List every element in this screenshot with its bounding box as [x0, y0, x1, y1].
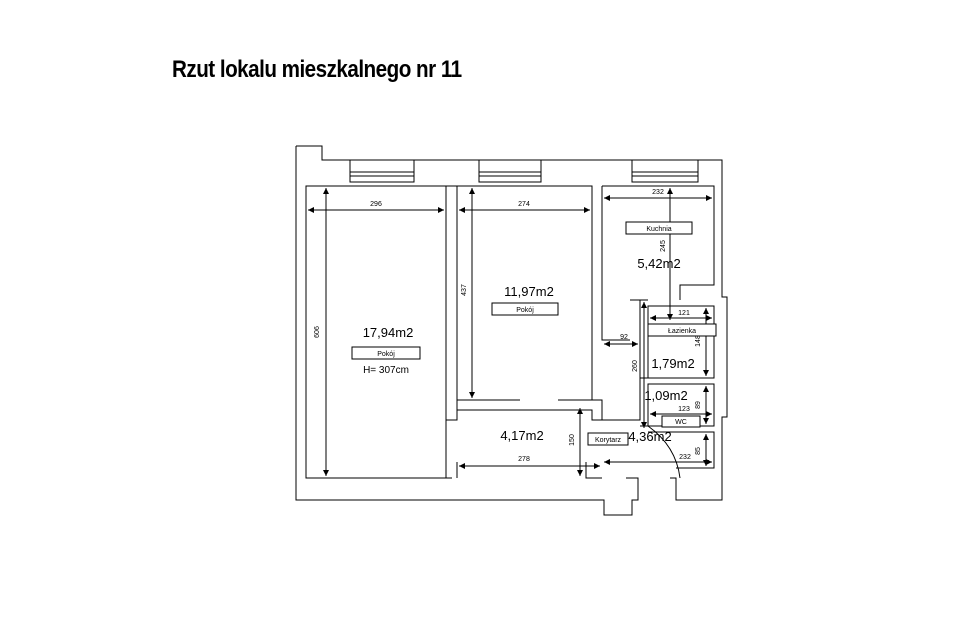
- room2-label-box: [491, 302, 559, 316]
- bathroom-label-box: [647, 323, 717, 337]
- corridor-depth-label: 150: [569, 434, 576, 446]
- wc: 1,09m2 WC: [644, 388, 701, 428]
- living-length-dimension: 606: [314, 188, 329, 476]
- corridor-width-label: 278: [518, 456, 530, 463]
- kitchen-label-box: [625, 221, 693, 235]
- room2-area: 11,97m2: [504, 284, 554, 299]
- kitchen-width-dimension: 232: [604, 189, 712, 201]
- living-width-label: 296: [370, 201, 382, 208]
- room2-walls: [446, 185, 603, 479]
- hall-width-dimension: 232: [604, 454, 712, 465]
- living-length-label: 606: [314, 326, 321, 338]
- kitchen-area: 5,42m2: [637, 256, 680, 271]
- living-area: 17,94m2: [363, 325, 414, 340]
- kitchen-width-label: 232: [652, 189, 664, 196]
- wc-width-label: 123: [678, 406, 690, 413]
- passage-width-label: 92: [620, 334, 628, 341]
- room2-length-dimension: 437: [461, 188, 475, 398]
- corridor-label: Korytarz: [595, 437, 622, 444]
- hall-length-label: 260: [632, 360, 639, 372]
- corridor-width-dimension: 278: [459, 456, 600, 469]
- room2: 11,97m2 Pokój: [491, 284, 559, 316]
- hall-area: 4,36m2: [628, 429, 671, 444]
- outer-walls: [295, 145, 728, 516]
- room2-width-dimension: 274: [459, 201, 590, 213]
- wc-length-dimension: 89: [695, 386, 709, 424]
- kitchen-label: Kuchnia: [646, 226, 671, 233]
- page-title: Rzut lokalu mieszkalnego nr 11: [172, 56, 462, 83]
- living-room: 17,94m2 Pokój H= 307cm: [351, 325, 421, 376]
- kitchen-length-label: 245: [660, 240, 667, 252]
- kitchen-walls: [601, 185, 715, 421]
- hall-length-dimension: 260: [632, 302, 647, 428]
- bathroom-length-label: 148: [695, 335, 702, 347]
- hall: 4,36m2: [628, 429, 671, 444]
- living-width-dimension: 296: [308, 201, 444, 213]
- wc-length-label: 89: [695, 401, 702, 409]
- hall-width-label: 232: [679, 454, 691, 461]
- living-label-box: [351, 346, 421, 360]
- corridor-label-box: [587, 432, 629, 446]
- room2-label: Pokój: [516, 307, 534, 314]
- corridor-depth-dimension: 150: [569, 408, 583, 476]
- bathroom-width-dimension: 121: [650, 310, 712, 321]
- bathroom-area: 1,79m2: [651, 356, 694, 371]
- hall-depth-dimension: 85: [695, 434, 709, 466]
- passage-width-dimension: 92: [604, 334, 638, 347]
- corridor-area: 4,17m2: [500, 428, 543, 443]
- wc-width-dimension: 123: [650, 406, 712, 417]
- wc-label: WC: [675, 419, 687, 426]
- room2-length-label: 437: [461, 284, 468, 296]
- living-label: Pokój: [377, 351, 395, 358]
- room2-width-label: 274: [518, 201, 530, 208]
- bathroom-width-label: 121: [678, 310, 690, 317]
- living-height-note: H= 307cm: [363, 365, 409, 376]
- hall-depth-label: 85: [695, 447, 702, 455]
- wc-label-box: [661, 415, 701, 428]
- wc-area: 1,09m2: [644, 388, 687, 403]
- bathroom: Łazienka 1,79m2: [647, 323, 717, 371]
- bathroom-label: Łazienka: [668, 328, 696, 335]
- kitchen-length-dimension: 245: [660, 188, 673, 320]
- kitchen: Kuchnia 5,42m2: [625, 221, 693, 271]
- corridor: 4,17m2 Korytarz: [500, 428, 629, 446]
- bathroom-length-dimension: 148: [695, 308, 709, 376]
